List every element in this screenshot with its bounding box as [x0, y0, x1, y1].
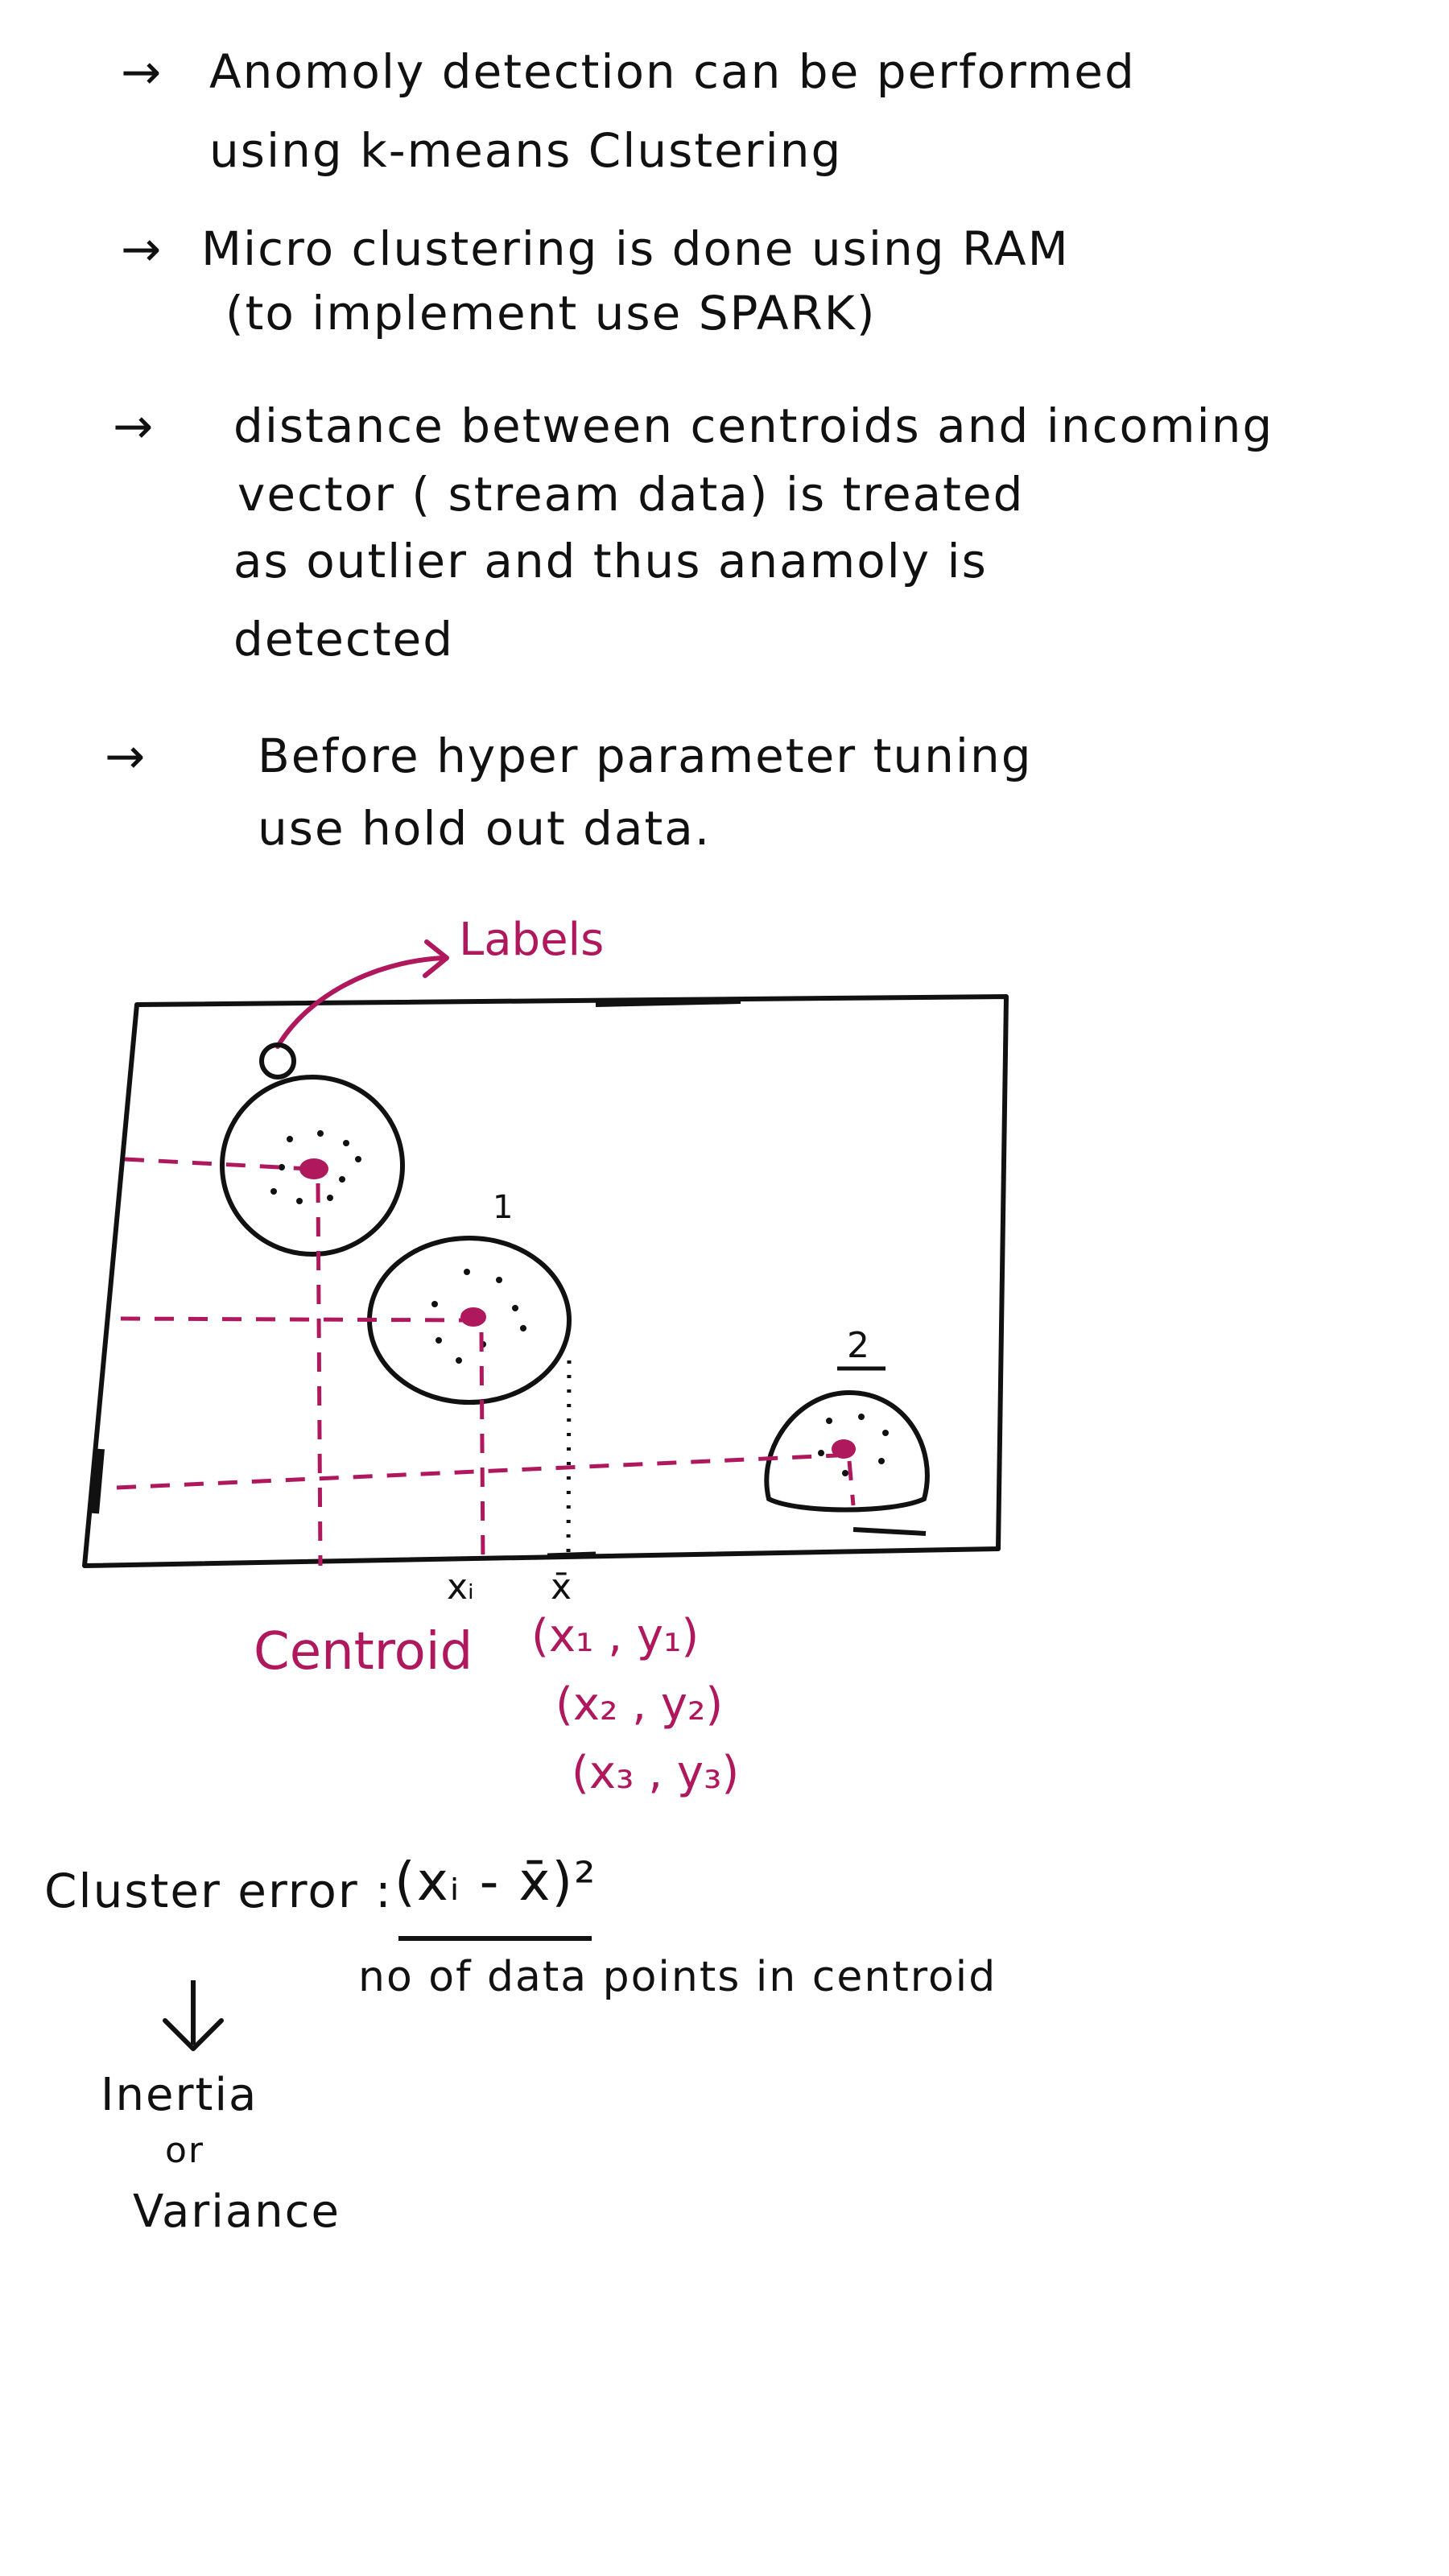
- centroid-coord: (x₃ , y₃): [572, 1747, 740, 1799]
- cluster-0-boundary: [220, 1075, 405, 1257]
- centroid-projections: [116, 1157, 856, 1567]
- note-line: Before hyper parameter tuning: [258, 729, 1033, 783]
- formula-result: Variance: [133, 2186, 341, 2238]
- arrow-right-icon: →: [121, 221, 162, 278]
- cluster-2-points: [818, 1414, 889, 1476]
- down-arrow-head: [163, 2018, 224, 2051]
- cluster-0-centroid: [299, 1158, 328, 1179]
- note-line: use hold out data.: [258, 801, 712, 856]
- arrow-right-icon: →: [113, 398, 154, 455]
- axis-mark: x̄: [551, 1567, 572, 1608]
- arrow-right-icon: →: [121, 44, 162, 101]
- labels-arrow-head: [423, 939, 449, 978]
- note-line: Anomoly detection can be performed: [209, 44, 1136, 99]
- cluster-2-underline: [852, 1527, 927, 1536]
- centroid-coord: (x₂ , y₂): [555, 1678, 724, 1731]
- axis-mark: xᵢ: [447, 1567, 474, 1608]
- note-line: using k-means Clustering: [209, 123, 843, 178]
- note-line: as outlier and thus anamoly is: [233, 534, 988, 588]
- labels-pointer-arrow: [275, 956, 445, 1049]
- labels-annotation: Labels: [459, 914, 605, 966]
- cluster-0-points: [270, 1130, 361, 1204]
- cluster-2-centroid: [832, 1439, 856, 1459]
- formula-result: or: [165, 2130, 205, 2171]
- arrow-right-icon: →: [105, 729, 146, 785]
- formula-numerator: (xᵢ - x̄)²: [394, 1851, 597, 1913]
- cluster-label: 2: [847, 1325, 869, 1366]
- frame-overstroke: [595, 999, 741, 1007]
- formula-result: Inertia: [101, 2069, 258, 2121]
- frame-corner-tick: [91, 1448, 105, 1514]
- cluster-2-boundary: [764, 1389, 930, 1513]
- centroid-label: Centroid: [254, 1622, 473, 1682]
- cluster-label-ring: [259, 1042, 296, 1080]
- plot-frame: [82, 994, 1009, 1568]
- mean-tick: [547, 1551, 597, 1558]
- note-line: vector ( stream data) is treated: [237, 467, 1025, 522]
- cluster-1-centroid: [460, 1307, 486, 1327]
- note-line: (to implement use SPARK): [225, 286, 877, 341]
- note-line: Micro clustering is done using RAM: [201, 221, 1070, 276]
- note-line: detected: [233, 612, 455, 667]
- note-line: distance between centroids and incoming: [233, 398, 1274, 453]
- cluster-label: 1: [493, 1189, 514, 1226]
- formula-denominator: no of data points in centroid: [358, 1953, 997, 2001]
- centroid-coord: (x₁ , y₁): [531, 1610, 700, 1662]
- formula-label: Cluster error :: [44, 1864, 393, 1918]
